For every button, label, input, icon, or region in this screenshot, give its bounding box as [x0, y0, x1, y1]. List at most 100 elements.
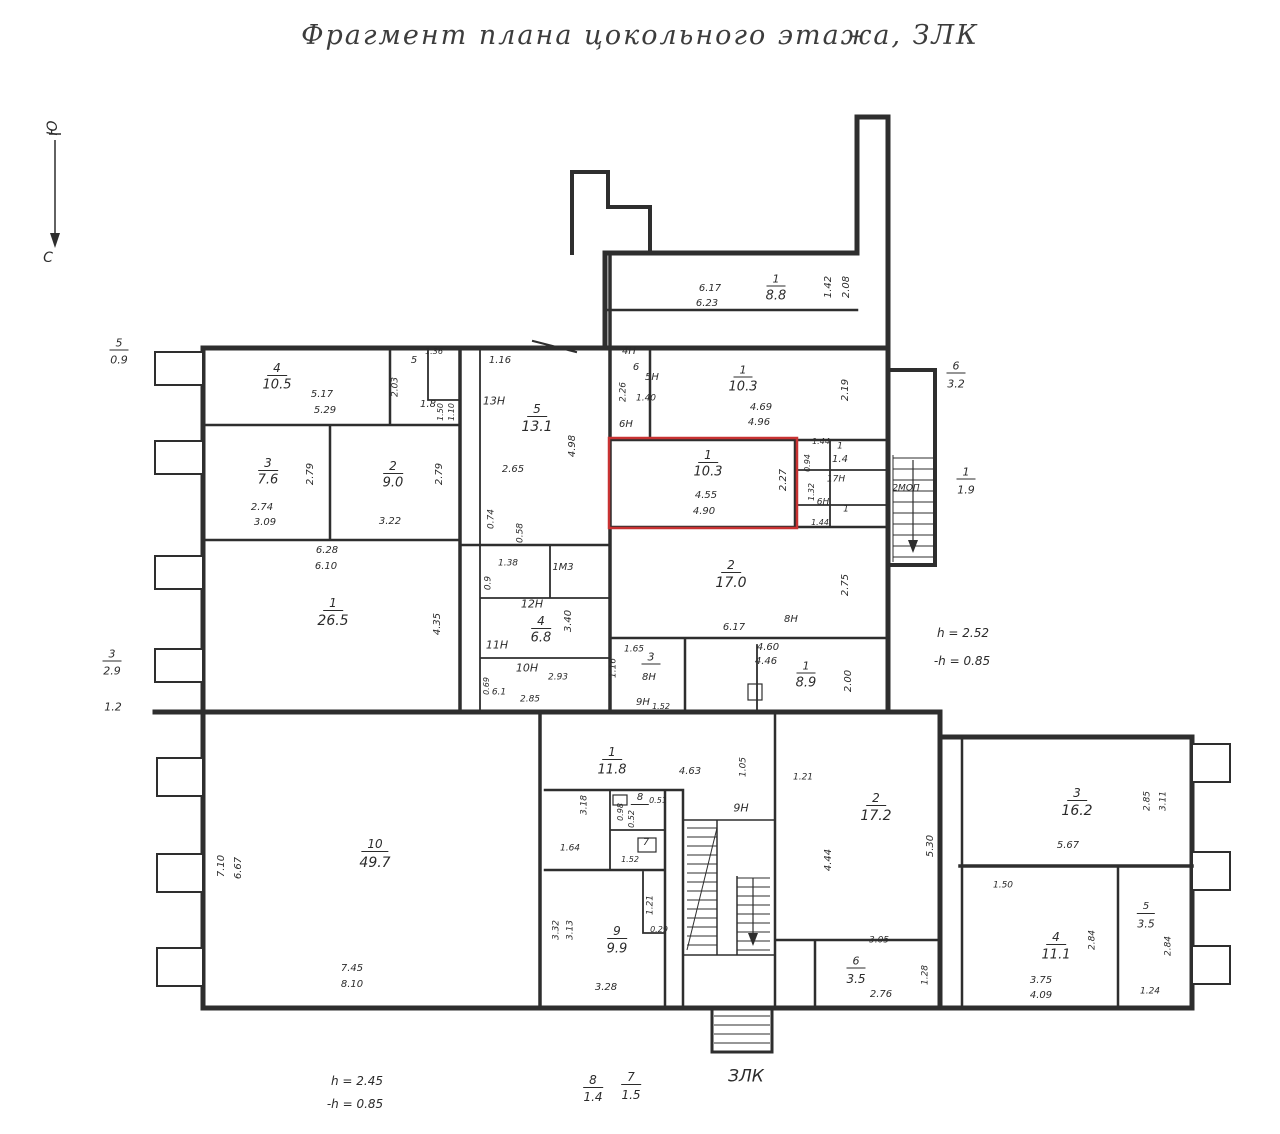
- plan-label: 2.93: [547, 672, 569, 683]
- plan-label: 1: [733, 365, 753, 378]
- plan-label: 10: [361, 838, 389, 852]
- plan-label: 3.32: [551, 919, 562, 941]
- plan-label: 4.46: [754, 656, 778, 667]
- depth-note: -h = 0.85: [933, 654, 991, 668]
- plan-label: 2.76: [869, 989, 893, 1000]
- plan-label: 2: [721, 559, 741, 573]
- plan-label: 2.85: [519, 694, 541, 705]
- plan-label: 1.52: [652, 702, 670, 711]
- plan-label: 2.79: [305, 462, 316, 486]
- plan-label: 3.09: [253, 517, 277, 528]
- plan-label: 13H: [482, 394, 506, 408]
- plan-label: 7: [621, 1071, 641, 1085]
- plan-label: 2.84: [1087, 929, 1098, 951]
- plan-label: 17.0: [715, 575, 747, 591]
- plan-label: 3.5: [846, 972, 866, 986]
- compass-north-label: С: [43, 250, 53, 266]
- plan-label: 5.67: [1056, 840, 1080, 851]
- plan-label: 1.38: [497, 558, 519, 569]
- plan-label: 1.65: [623, 644, 645, 655]
- plan-label: 1.36: [425, 347, 443, 356]
- plan-label: 10.5: [262, 377, 292, 393]
- plan-label: 1.24: [1139, 986, 1161, 997]
- plan-label: 10H: [515, 661, 539, 675]
- plan-label: 3: [1067, 787, 1087, 801]
- plan-label: 11.1: [1041, 947, 1071, 963]
- plan-label: 0.58: [515, 522, 526, 544]
- plan-label: 17H: [826, 474, 846, 485]
- plan-label: 1: [323, 597, 343, 611]
- plan-label: 1.50: [992, 880, 1014, 891]
- plan-label: 3: [258, 457, 278, 471]
- plan-label: 9: [607, 925, 627, 939]
- plan-label: 8.10: [340, 979, 364, 990]
- compass-south-label: Ю: [45, 120, 61, 136]
- plan-label: 5H: [645, 372, 659, 383]
- plan-label: 5.17: [310, 389, 334, 400]
- plan-label: 4: [267, 362, 287, 376]
- plan-label: 8.8: [765, 288, 787, 304]
- plan-label: 6.17: [722, 622, 746, 633]
- plan-label: 6.10: [314, 561, 338, 572]
- plan-label: 0.51: [649, 796, 667, 805]
- ceiling-height-note: h = 2.52: [936, 626, 990, 640]
- plan-label: 9.0: [382, 475, 404, 491]
- plan-label: 1: [766, 274, 786, 287]
- plan-label: 3: [102, 649, 122, 662]
- plan-label: 1.44: [811, 518, 829, 527]
- plan-label: 1.05: [738, 756, 749, 778]
- plan-label: 1.21: [645, 894, 656, 916]
- plan-label: 1.4: [832, 454, 848, 465]
- plan-label: 2.74: [250, 502, 274, 513]
- plan-label: 3.5: [1137, 917, 1155, 931]
- plan-label: 8.9: [795, 675, 817, 691]
- plan-label: 1М3: [552, 562, 574, 573]
- plan-label: 1.50: [436, 403, 445, 421]
- plan-label: 7.10: [216, 854, 227, 878]
- plan-label: 4.96: [747, 417, 771, 428]
- plan-label: 1.5: [621, 1088, 641, 1102]
- plan-label: 2: [866, 792, 886, 806]
- plan-label: 4.09: [1029, 990, 1053, 1001]
- plan-label: 2.84: [1163, 935, 1174, 957]
- plan-label: 2: [383, 460, 403, 474]
- plan-label: 5: [109, 338, 129, 351]
- plan-label: 2.26: [618, 381, 629, 403]
- plan-label: 1.2: [104, 700, 122, 714]
- plan-label: 4.35: [432, 612, 443, 636]
- light-partitions: [427, 339, 889, 934]
- plan-label: 26.5: [317, 613, 349, 629]
- plan-label: 1.16: [608, 657, 619, 679]
- plan-label: 1.32: [807, 483, 816, 501]
- plan-label: 1: [837, 441, 843, 452]
- plan-label: 1.16: [488, 355, 512, 366]
- plan-label: 5: [527, 403, 547, 417]
- plan-label: 1.21: [792, 772, 814, 783]
- plan-label: 5: [1136, 902, 1156, 914]
- plan-label: 5.30: [925, 834, 936, 858]
- plan-label: 3: [641, 652, 661, 665]
- plan-label: 2.19: [840, 378, 851, 402]
- plan-label: 9H: [636, 697, 650, 708]
- plan-label: 3.05: [868, 935, 890, 946]
- plan-label: 4.63: [678, 766, 702, 777]
- plan-label: 8: [630, 793, 650, 805]
- plan-label: 6.23: [695, 298, 719, 309]
- plan-label: 16.2: [1061, 803, 1093, 819]
- plan-label: 1.4: [583, 1090, 603, 1104]
- plan-label: 1.52: [621, 855, 639, 864]
- plan-label: 8H: [642, 672, 656, 683]
- plan-label: 1: [698, 449, 718, 463]
- plan-label: 2МОП: [892, 483, 920, 494]
- plan-label: 0.9: [110, 353, 128, 367]
- plan-label: 9.9: [606, 941, 628, 957]
- plan-label: 1: [796, 661, 816, 674]
- plan-label: 4.55: [694, 490, 718, 501]
- plan-label: 0.29: [650, 925, 668, 934]
- plan-label: 4.44: [823, 848, 834, 872]
- stairwell-label: ЗЛК: [728, 1066, 764, 1087]
- plan-label: 8H: [784, 614, 798, 625]
- plan-label: 2.27: [778, 468, 789, 492]
- plan-label: 17.2: [860, 808, 892, 824]
- wall-pilasters: [154, 351, 1231, 987]
